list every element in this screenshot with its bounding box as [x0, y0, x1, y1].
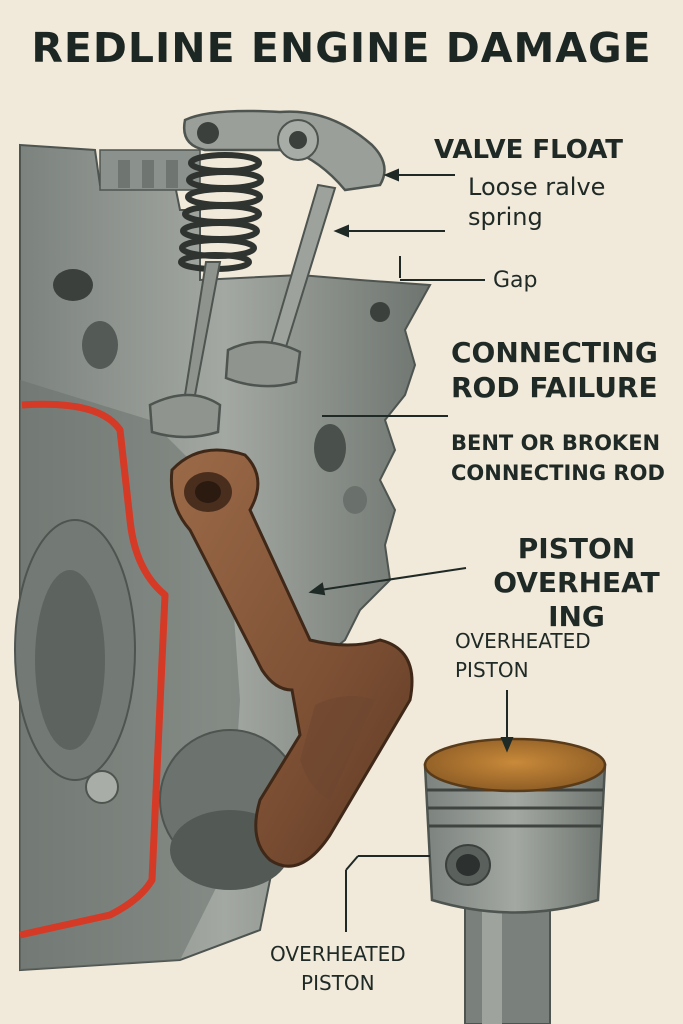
loose-valve-spring-label: Loose ralve spring	[468, 173, 606, 231]
overheated-piston-label-bottom: OVERHEATED PISTON	[270, 942, 406, 995]
valve-spring	[178, 152, 264, 272]
valves	[148, 183, 337, 439]
leader-lines	[308, 168, 514, 932]
page-title: REDLINE ENGINE DAMAGE	[31, 24, 652, 72]
rocker-arm	[182, 109, 386, 192]
connecting-rod	[169, 448, 414, 868]
bent-or-broken-rod-label: BENT OR BROKEN CONNECTING ROD	[451, 431, 665, 486]
gap-label: Gap	[493, 268, 538, 293]
connecting-rod-failure-label: CONNECTING ROD FAILURE	[451, 336, 658, 404]
valve-float-label: VALVE FLOAT	[434, 135, 624, 165]
piston-overheating-label: PISTON OVERHEAT ING	[493, 532, 660, 634]
coolant-line	[19, 400, 169, 939]
piston	[423, 737, 607, 1024]
overheated-piston-label-top: OVERHEATED PISTON	[455, 629, 591, 682]
